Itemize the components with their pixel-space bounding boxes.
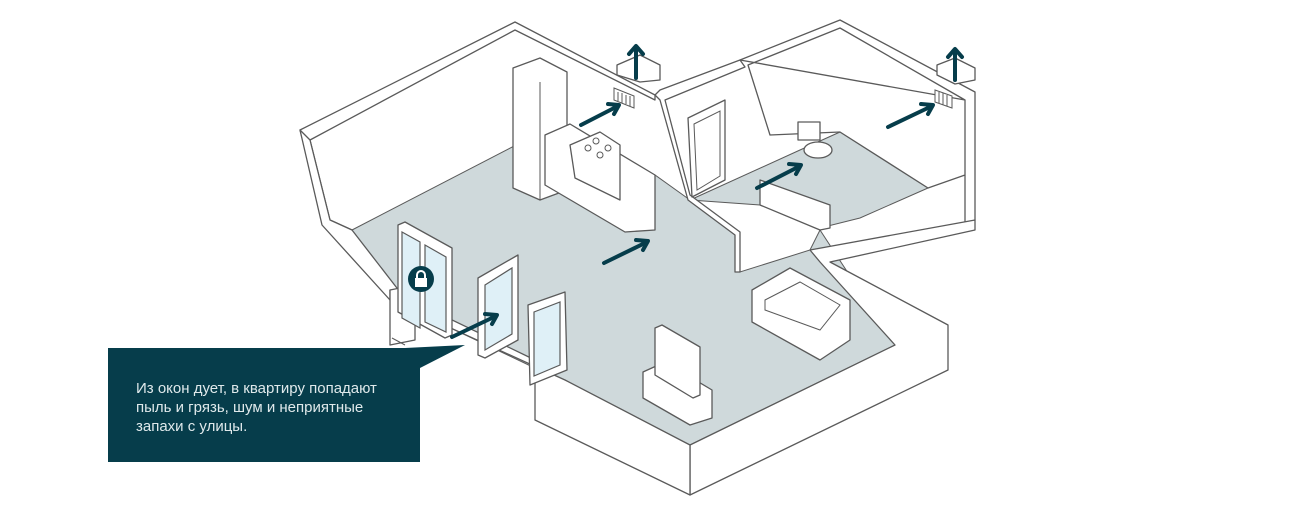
toilet-bowl: [803, 141, 833, 159]
callout-line: Из окон дует, в квартиру попадают: [136, 380, 377, 397]
tv: [654, 324, 701, 399]
toilet-tank: [797, 121, 821, 141]
window-glass-open: [484, 266, 513, 352]
callout-pointer: [405, 345, 465, 368]
vent-icon: [934, 57, 976, 109]
airflow-arrow-icon: [450, 44, 964, 339]
lock-icon: [408, 266, 434, 292]
right-wall: [689, 219, 976, 496]
bathroom-door: [687, 99, 726, 198]
callout-line: запахи с улицы.: [136, 418, 248, 435]
left-wall: [299, 129, 401, 301]
window-glass-left-2: [424, 243, 447, 333]
bathroom-back-wall: [739, 19, 976, 226]
window-glass-right: [533, 301, 561, 377]
sofa: [751, 267, 851, 361]
callout-line: пыль и грязь, шум и неприятные: [136, 399, 364, 416]
stove: [569, 131, 621, 201]
callout-text: Из окон дует, в квартиру попадают пыль и…: [136, 379, 416, 436]
bathroom-front-wall: [759, 179, 831, 231]
vent-icon: [613, 54, 661, 109]
info-callout: Из окон дует, в квартиру попадают пыль и…: [108, 348, 420, 462]
